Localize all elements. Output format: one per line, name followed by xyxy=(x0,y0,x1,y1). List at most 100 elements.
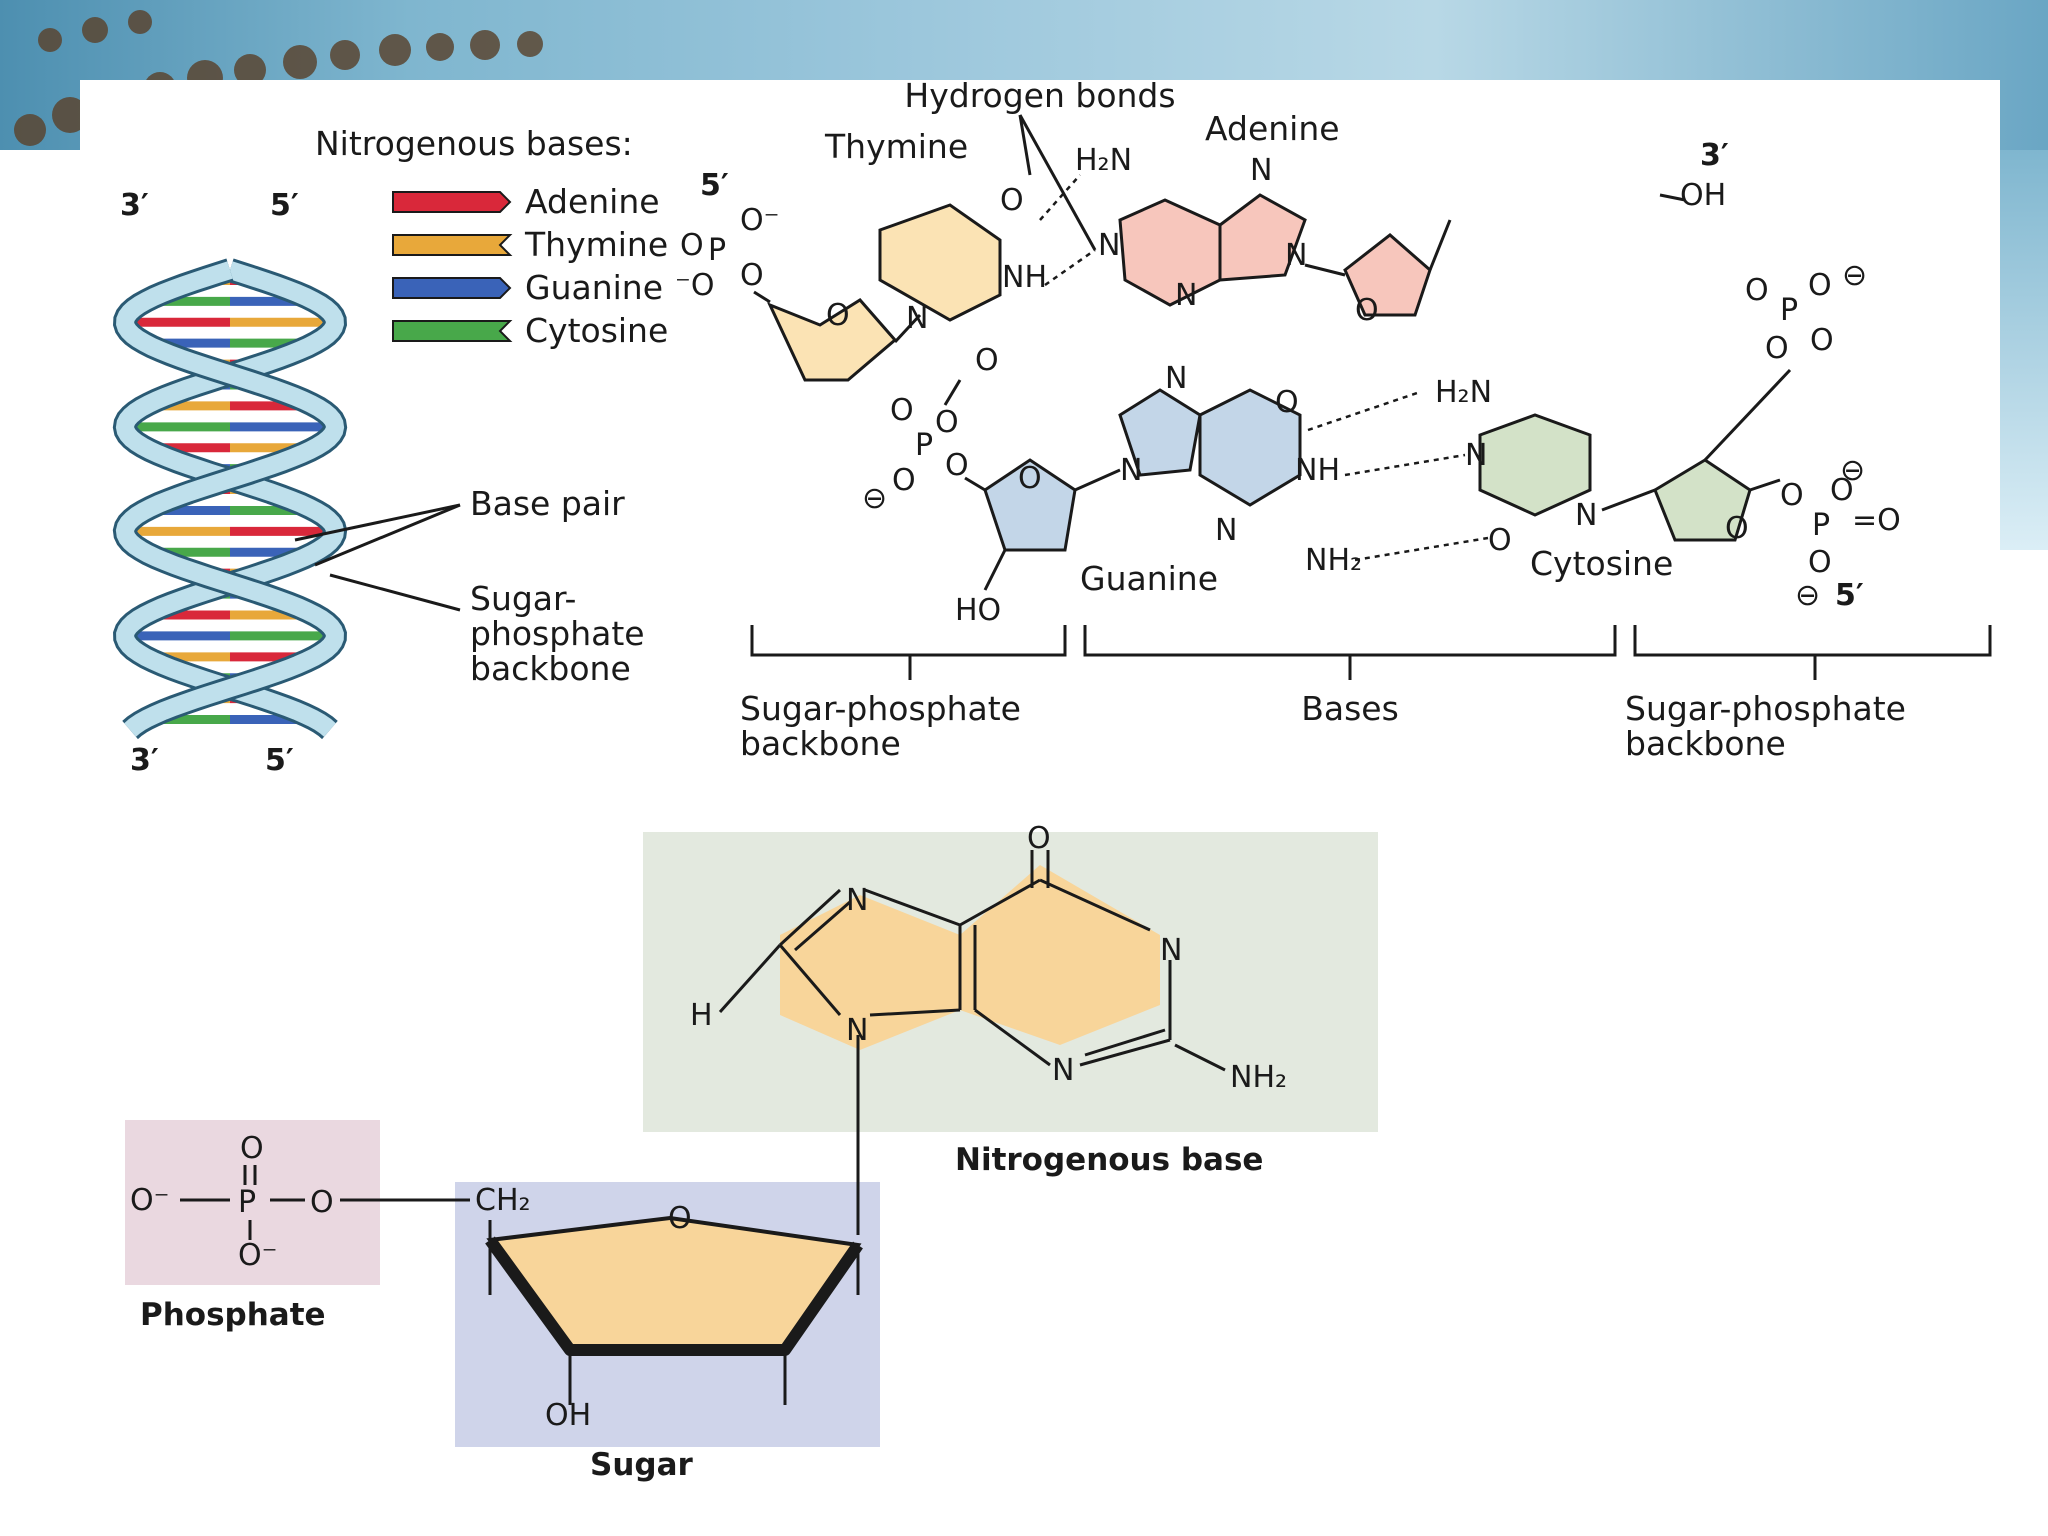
hbond-gc-1 xyxy=(1307,390,1421,432)
svg-text:O: O xyxy=(680,228,704,263)
svg-text:O⁻: O⁻ xyxy=(740,203,779,238)
svg-text:N: N xyxy=(1575,498,1597,533)
legend-swatch-guanine xyxy=(392,277,512,299)
svg-text:NH: NH xyxy=(1295,453,1340,488)
bracket-left-line-2: backbone xyxy=(740,724,901,763)
helix-top-left-end: 3′ xyxy=(120,188,149,223)
hbond-gc-3 xyxy=(1354,536,1489,562)
cytosine-sugar: O xyxy=(1601,368,1792,546)
thymine-sugar: O xyxy=(767,298,898,382)
svg-text:P: P xyxy=(915,428,933,463)
nucleotide-base-bonds xyxy=(718,850,1226,1235)
svg-text:O⁻: O⁻ xyxy=(238,1238,277,1273)
svg-text:N: N xyxy=(846,1013,868,1048)
adenine-sugar: O OH xyxy=(1304,178,1726,328)
three-prime-top: 3′ xyxy=(1700,138,1729,173)
legend-label-guanine: Guanine xyxy=(525,268,663,307)
svg-text:N: N xyxy=(1175,278,1197,313)
base-pair-label: Base pair xyxy=(470,484,625,523)
legend-heading: Nitrogenous bases: xyxy=(315,124,633,163)
phosphate-group: O O⁻ P O O⁻ xyxy=(130,1131,470,1273)
bracket-left: Sugar-phosphate backbone xyxy=(740,625,1067,763)
double-helix: 3′ 5′ 3′ 5′ Base pair Sugar- phosphate b… xyxy=(112,188,645,778)
backbone-label-line-3: backbone xyxy=(470,649,631,688)
svg-text:N: N xyxy=(1052,1053,1074,1088)
adenine-label: Adenine xyxy=(1205,109,1340,148)
svg-text:NH₂: NH₂ xyxy=(1305,543,1362,578)
svg-text:P: P xyxy=(238,1185,256,1220)
legend-label-thymine: Thymine xyxy=(524,225,668,264)
phosphate-mid-left: O O P O ⊖ O xyxy=(862,379,986,516)
svg-text:O: O xyxy=(1355,293,1379,328)
cytosine-base: H₂N N N O Cytosine xyxy=(1435,375,1673,583)
backbone-pointer xyxy=(329,573,461,612)
bracket-right-line-2: backbone xyxy=(1625,724,1786,763)
svg-text:N: N xyxy=(1165,361,1187,396)
phosphate-bottom-right: O O ⊖ P =O O ⊖ xyxy=(1749,453,1901,613)
helix-bottom-left-end: 3′ xyxy=(130,743,159,778)
backbone-label-line-2: phosphate xyxy=(470,614,645,653)
guanine-sugar: O HO xyxy=(955,458,1121,628)
guanine-base: N N N NH NH₂ O Guanine xyxy=(1080,361,1362,598)
svg-text:N: N xyxy=(1098,228,1120,263)
svg-text:O: O xyxy=(1810,323,1834,358)
phosphate-label: Phosphate xyxy=(140,1297,326,1333)
svg-text:O: O xyxy=(1830,473,1854,508)
svg-text:NH: NH xyxy=(1002,260,1047,295)
svg-text:O: O xyxy=(740,258,764,293)
hbond-pointer-1 xyxy=(1018,114,1032,176)
svg-text:O: O xyxy=(310,1185,334,1220)
svg-text:O: O xyxy=(1725,511,1749,546)
sugar-ring: CH₂ O OH xyxy=(475,1183,863,1433)
svg-text:P: P xyxy=(708,233,726,268)
svg-text:O: O xyxy=(1808,545,1832,580)
svg-text:NH₂: NH₂ xyxy=(1230,1060,1287,1095)
bracket-left-line-1: Sugar-phosphate xyxy=(740,689,1021,728)
svg-text:⊖: ⊖ xyxy=(1795,578,1820,613)
backbone-label-line-1: Sugar- xyxy=(470,579,576,618)
bracket-right: Sugar-phosphate backbone xyxy=(1625,625,1992,763)
sugar-label: Sugar xyxy=(590,1447,694,1483)
phosphate-top-left: O P O⁻ ⁻O O xyxy=(675,203,779,304)
thymine-label: Thymine xyxy=(824,127,968,166)
helix-strand-a-fill xyxy=(115,261,345,737)
hbond-pointer-2 xyxy=(1018,114,1097,251)
svg-text:H₂N: H₂N xyxy=(1075,143,1132,178)
adenine-base: H₂N N N N N Adenine xyxy=(1075,109,1340,313)
svg-text:O⁻: O⁻ xyxy=(130,1183,169,1218)
svg-text:OH: OH xyxy=(545,1398,591,1433)
svg-text:O: O xyxy=(826,298,850,333)
svg-text:H: H xyxy=(690,998,713,1033)
svg-text:O: O xyxy=(240,1131,264,1166)
guanine-label: Guanine xyxy=(1080,559,1218,598)
svg-text:O: O xyxy=(1765,331,1789,366)
hbond-ta-1 xyxy=(1039,174,1081,221)
svg-text:H₂N: H₂N xyxy=(1435,375,1492,410)
helix-bottom-right-end: 5′ xyxy=(265,743,294,778)
helix-top-right-end: 5′ xyxy=(270,188,299,223)
five-prime-top: 5′ xyxy=(700,168,729,203)
bracket-middle-label: Bases xyxy=(1301,689,1399,728)
svg-text:⊖: ⊖ xyxy=(862,481,887,516)
svg-text:O: O xyxy=(1745,273,1769,308)
svg-text:⊖: ⊖ xyxy=(1842,258,1867,293)
hbond-ta-2 xyxy=(1044,248,1096,287)
helix-strand-b-fill xyxy=(115,261,345,737)
svg-text:O: O xyxy=(1275,385,1299,420)
svg-text:N: N xyxy=(1160,933,1182,968)
svg-text:⁻O: ⁻O xyxy=(675,268,714,303)
thymine-base: O NH N O Thymine xyxy=(824,127,1047,378)
legend-label-cytosine: Cytosine xyxy=(525,311,668,350)
nucleotide-structure: O N N H N N NH₂ Nitrogenous base O O⁻ P … xyxy=(125,821,1378,1483)
hydrogen-bonds-label: Hydrogen bonds xyxy=(904,80,1175,115)
five-prime-bottom: 5′ xyxy=(1835,578,1864,613)
pyrimidine-ring-fill xyxy=(960,865,1160,1045)
nitrogenous-base-label: Nitrogenous base xyxy=(955,1142,1263,1178)
legend-swatch-cytosine xyxy=(392,320,513,342)
svg-text:O: O xyxy=(1780,478,1804,513)
svg-text:O: O xyxy=(935,405,959,440)
svg-text:O: O xyxy=(1018,461,1042,496)
svg-text:=O: =O xyxy=(1852,503,1901,538)
svg-text:N: N xyxy=(1215,513,1237,548)
svg-text:O: O xyxy=(892,463,916,498)
